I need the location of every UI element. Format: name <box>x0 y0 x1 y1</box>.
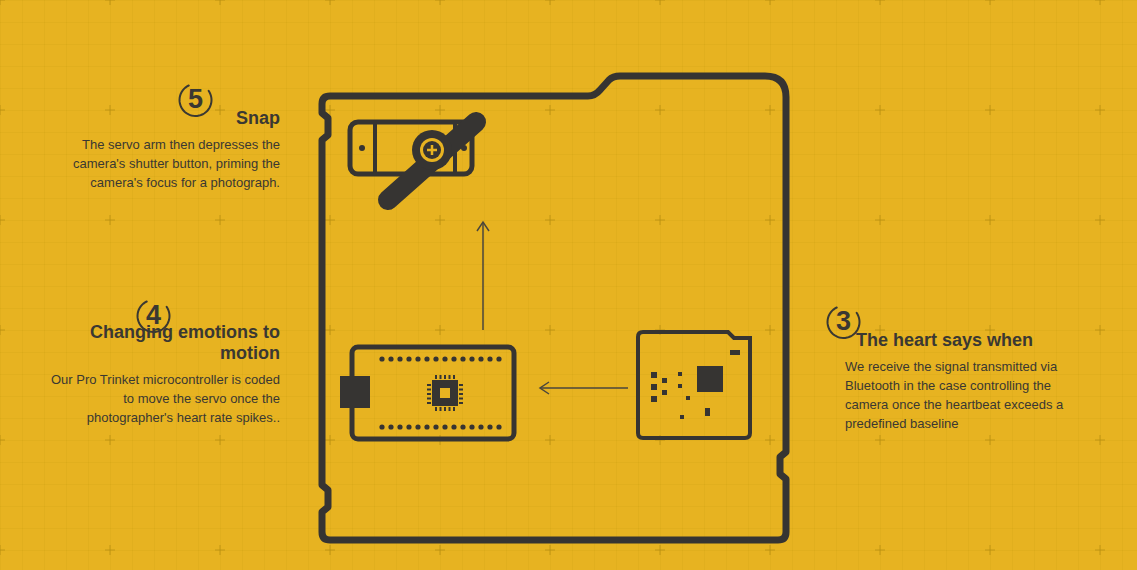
step-description: Our Pro Trinket microcontroller is coded… <box>50 370 280 427</box>
camera-case-outline <box>322 76 786 540</box>
step-description: We receive the signal transmitted via Bl… <box>845 357 1095 433</box>
step-heading: Snap <box>130 108 280 129</box>
arrow-up <box>477 222 489 330</box>
callout-number: 5 <box>188 84 218 114</box>
pro-trinket-board <box>340 347 514 439</box>
step-heading: Changing emotions to motion <box>90 322 280 364</box>
bluetooth-module <box>638 332 750 438</box>
arrow-left <box>540 382 628 394</box>
servo <box>350 122 476 200</box>
step-description: The servo arm then depresses the camera'… <box>50 135 280 192</box>
step-heading: The heart says when <box>856 330 1106 351</box>
